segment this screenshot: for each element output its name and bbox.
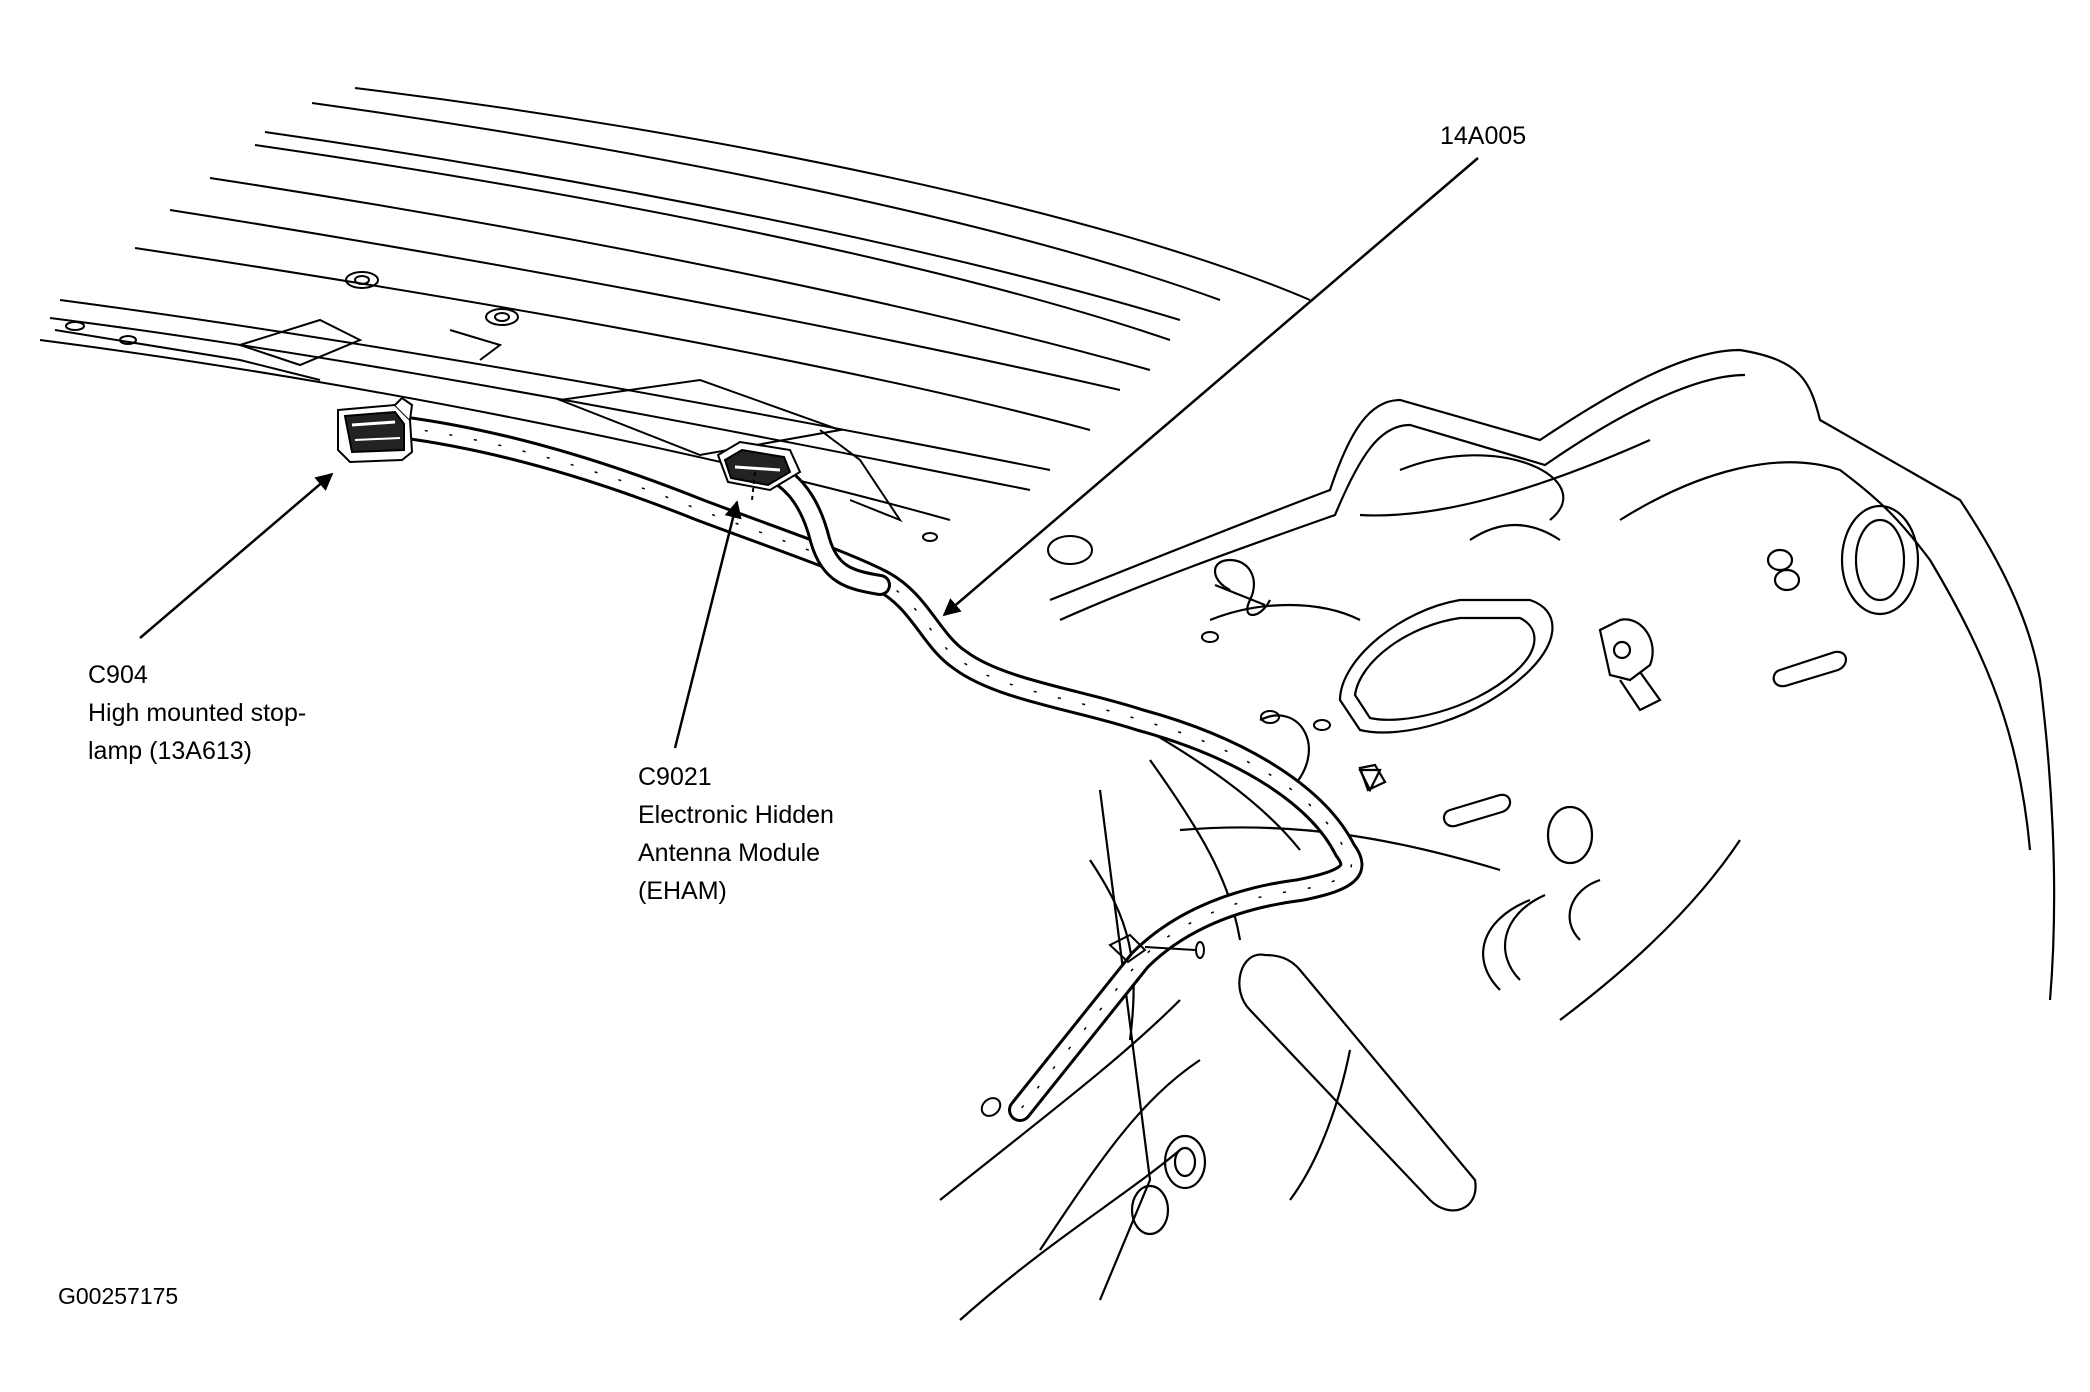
- wire-harness-14A005: [388, 415, 1364, 1122]
- c9021-description-line3: (EHAM): [638, 877, 727, 905]
- leader-arrows: [139, 157, 1479, 749]
- panel-cutouts: [1130, 504, 1920, 1236]
- connector-c904: [337, 396, 414, 464]
- c9021-description-line2: Antenna Module: [638, 839, 821, 867]
- c9021-connector-id: C9021: [638, 763, 712, 791]
- connector-c9021: [716, 440, 802, 501]
- push-pin-retainer: [1108, 933, 1205, 964]
- c904-description-line1: High mounted stop-: [88, 699, 307, 727]
- c904-connector-id: C904: [88, 661, 148, 689]
- quarter-panel-structure: [939, 348, 2056, 1321]
- label-14A005: 14A005: [1440, 117, 1526, 155]
- harness-end: [980, 1097, 1002, 1117]
- c9021-description-line1: Electronic Hidden: [638, 801, 834, 829]
- figure-code: G00257175: [58, 1283, 179, 1309]
- label-c904: C904 High mounted stop- lamp (13A613): [88, 656, 306, 770]
- c904-description-line2: lamp (13A613): [88, 737, 252, 765]
- body-panel-lines: [39, 87, 1311, 523]
- harness-part-number: 14A005: [1440, 122, 1527, 150]
- leader-arrow-14A005: [942, 157, 1479, 617]
- leader-arrow-c9021: [673, 500, 742, 749]
- label-c9021: C9021 Electronic Hidden Antenna Module (…: [638, 758, 834, 910]
- leader-arrow-c904: [139, 472, 334, 639]
- panel-holes: [65, 271, 1331, 731]
- mounting-bracket: [1598, 618, 1662, 712]
